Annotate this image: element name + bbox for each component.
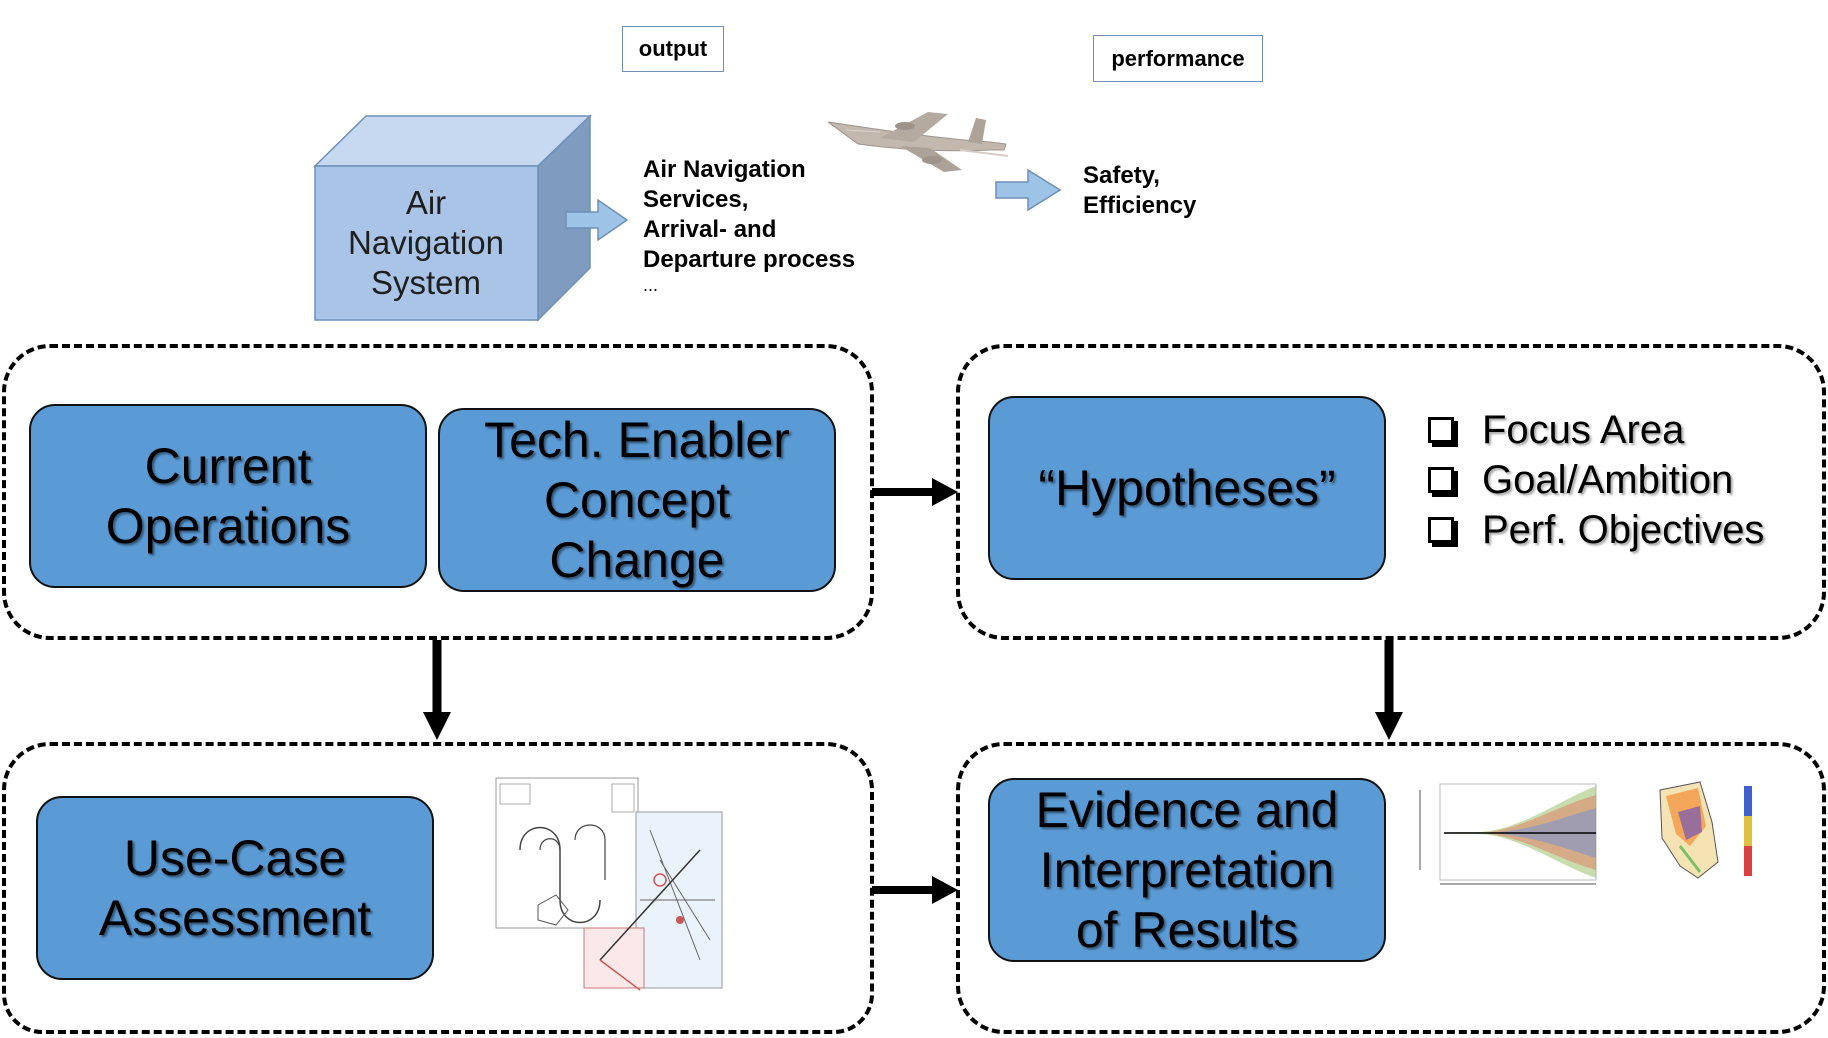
checklist-item-goal-ambition: Goal/Ambition — [1428, 455, 1764, 505]
use-case-assessment-box: Use-Case Assessment — [36, 796, 434, 980]
connector-arrows — [423, 478, 1403, 904]
group-baseline — [2, 344, 874, 640]
checklist-item-perf-objectives: Perf. Objectives — [1428, 505, 1764, 555]
group-assessment — [2, 742, 874, 1034]
tech-enabler-box: Tech. Enabler Concept Change — [438, 408, 836, 592]
checkbox-icon — [1428, 517, 1454, 543]
air-navigation-system-label: Air Navigation System — [348, 184, 504, 301]
air-navigation-system-cube — [313, 114, 592, 322]
trajectory-heatmap — [1659, 781, 1752, 879]
group-evidence — [956, 742, 1826, 1034]
block-arrow-performance — [995, 168, 1062, 212]
hypotheses-box: “Hypotheses” — [988, 396, 1386, 580]
group-hypotheses — [956, 344, 1826, 640]
airplane-image — [827, 112, 1009, 172]
checklist-item-label: Perf. Objectives — [1482, 507, 1765, 552]
checklist-item-label: Goal/Ambition — [1482, 457, 1734, 502]
performance-label: performance — [1093, 35, 1263, 82]
checkbox-icon — [1428, 467, 1454, 493]
block-arrow-output — [565, 198, 629, 242]
performance-measures-text: Safety, Efficiency — [1083, 162, 1197, 219]
checkbox-icon — [1428, 417, 1454, 443]
checklist-item-focus-area: Focus Area — [1428, 405, 1764, 455]
services-text: Air Navigation Services, Arrival- and De… — [643, 156, 856, 295]
evidence-interpretation-box: Evidence and Interpretation of Results — [988, 778, 1386, 962]
hypotheses-checklist: Focus Area Goal/Ambition Perf. Objective… — [1428, 405, 1764, 555]
spacing-deviation-plot — [1419, 783, 1597, 885]
current-operations-box: Current Operations — [29, 404, 427, 588]
checklist-item-label: Focus Area — [1482, 407, 1685, 452]
output-label: output — [622, 26, 724, 72]
approach-chart-image — [495, 777, 723, 991]
